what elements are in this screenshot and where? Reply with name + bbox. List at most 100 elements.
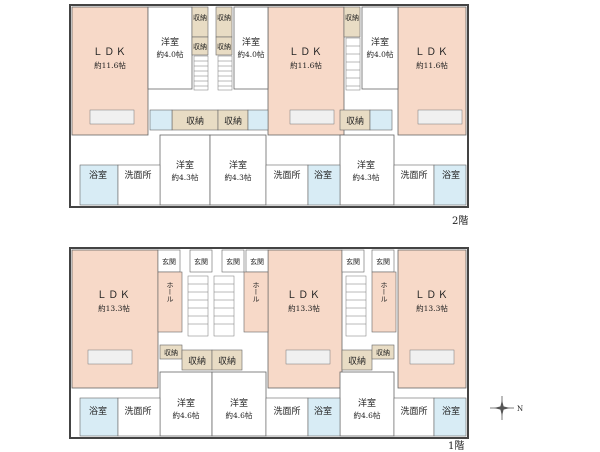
upper-wash-3 [393,164,435,206]
lower-storage-5 [371,344,395,360]
lower-storage-3-label: 収納 [218,355,236,367]
upper-hall-storage-2-label: 収納 [224,115,242,127]
upper-ldk-2-size: 約11.6帖 [290,60,322,70]
upper-ldk-3-size: 約11.6帖 [416,60,448,70]
lower-storage-1-label: 収納 [164,348,178,357]
lower-storage-2-label: 収納 [188,355,206,367]
lower-entry-3-label: 玄関 [226,257,240,266]
lower-kitchen-3 [409,349,455,365]
lower-entry-2 [189,249,213,273]
upper-storage-v1-label: 収納 [193,13,207,22]
upper-west-a1 [147,6,193,90]
upper-west-b1 [159,134,211,206]
upper-bath-2-label: 浴室 [314,169,332,181]
lower-hall-3 [371,271,397,333]
upper-stairs-3 [345,37,361,91]
upper-stairs-2 [217,55,233,91]
upper-storage-s1-label: 収納 [193,42,207,51]
lower-west-1-name: 洋室 [177,397,195,409]
lower-wash-3 [393,397,435,437]
lower-ldk-3 [397,249,467,389]
lower-storage-3 [211,349,243,371]
upper-wash-1 [117,164,161,206]
lower-entry-5-label: 玄関 [346,257,360,266]
lower-wash-2-label: 洗面所 [273,405,300,417]
upper-storage-v2 [215,6,233,38]
upper-kitchen-3 [417,109,463,125]
upper-wash-2 [265,164,309,206]
lower-hall-1-label: ホール [166,282,174,303]
lower-west-1 [159,371,213,437]
upper-storage-s2 [215,36,233,56]
lower-kitchen-2 [285,349,331,365]
upper-west-a2-size: 約4.0帖 [238,49,265,59]
upper-wash-3-label: 洗面所 [400,169,427,181]
lower-ldk-3-name: ＬＤＫ [415,290,450,301]
lower-ldk-1-size: 約13.3帖 [98,303,130,313]
lower-west-3 [339,371,395,437]
lower-west-2-size: 約4.6帖 [226,410,253,420]
lower-floor: ＬＤＫ 約13.3帖 ＬＤＫ 約13.3帖 ＬＤＫ 約13.3帖 玄関 玄関 玄… [69,247,469,439]
lower-entry-6-label: 玄関 [376,257,390,266]
lower-entry-2-label: 玄関 [194,257,208,266]
upper-west-b2-size: 約4.3帖 [225,172,252,182]
upper-bath-3 [433,164,467,206]
upper-toilet-1 [149,109,173,131]
upper-west-a1-size: 約4.0帖 [157,49,184,59]
upper-ldk-3-name: ＬＤＫ [415,47,450,58]
lower-west-3-size: 約4.6帖 [354,410,381,420]
upper-west-b1-name: 洋室 [176,159,194,171]
lower-storage-5-label: 収納 [376,348,390,357]
lower-entry-5 [341,249,365,273]
upper-west-b3-size: 約4.3帖 [353,172,380,182]
lower-storage-4-label: 収納 [348,355,366,367]
lower-stairs-3 [345,275,367,337]
upper-west-a3-name: 洋室 [371,36,389,48]
lower-ldk-2 [267,249,343,389]
lower-ldk-2-size: 約13.3帖 [288,303,320,313]
upper-storage-s2-label: 収納 [217,42,231,51]
upper-ldk-2-name: ＬＤＫ [289,47,324,58]
lower-hall-2 [243,271,269,333]
upper-west-a2 [233,6,269,90]
upper-west-b1-size: 約4.3帖 [172,172,199,182]
lower-bath-2-label: 浴室 [314,405,332,417]
upper-west-a3 [361,6,399,90]
lower-ldk-1-name: ＬＤＫ [97,290,132,301]
upper-storage-v2-label: 収納 [217,13,231,22]
upper-west-b2-name: 洋室 [229,159,247,171]
upper-toilet-2 [247,109,269,131]
upper-kitchen-2 [289,109,335,125]
lower-hall-2-label: ホール [252,282,260,303]
upper-wash-1-label: 洗面所 [124,169,151,181]
lower-storage-4 [341,349,373,371]
compass-label: N [517,405,523,413]
lower-stairs-1 [187,275,209,337]
lower-bath-1 [79,397,119,437]
lower-ldk-2-name: ＬＤＫ [287,290,322,301]
lower-wash-1-label: 洗面所 [124,405,151,417]
lower-kitchen-1 [87,349,133,365]
lower-bath-3-label: 浴室 [442,405,460,417]
lower-west-1-size: 約4.6帖 [173,410,200,420]
upper-ldk-1-size: 約11.6帖 [94,60,126,70]
lower-hall-1 [157,271,183,333]
upper-west-a3-size: 約4.0帖 [367,49,394,59]
upper-west-b3-name: 洋室 [357,159,375,171]
lower-stairs-2 [213,275,235,337]
upper-bath-3-label: 浴室 [442,169,460,181]
upper-bath-1-label: 浴室 [89,169,107,181]
upper-kitchen-1 [89,109,135,125]
lower-ldk-3-size: 約13.3帖 [416,303,448,313]
lower-entry-1-label: 玄関 [162,257,176,266]
lower-bath-3 [433,397,467,437]
lower-west-2-name: 洋室 [230,397,248,409]
upper-stairs-1 [193,55,209,91]
upper-storage-v1 [191,6,209,38]
upper-storage-v3-label: 収納 [345,13,359,22]
lower-floor-label: 1階 [448,441,465,452]
lower-west-2 [211,371,267,437]
upper-west-a2-name: 洋室 [242,36,260,48]
upper-hall-storage-1-label: 収納 [186,115,204,127]
